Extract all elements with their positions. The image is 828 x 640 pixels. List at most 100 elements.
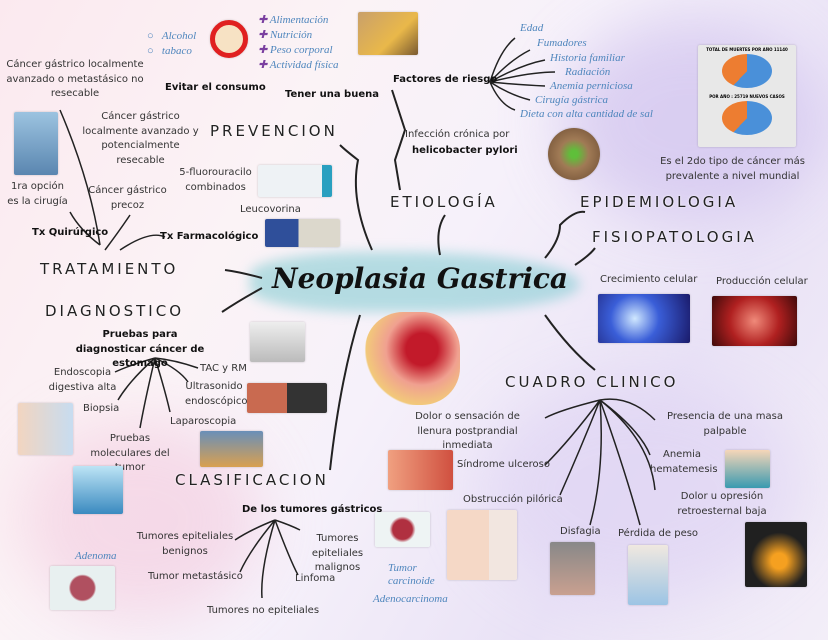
sintoma-anemia: Anemia hematemesis <box>650 449 718 475</box>
baby-photo <box>447 510 517 580</box>
stomach-illustration <box>365 312 460 405</box>
heading-etiologia: ETIOLOGÍA <box>390 193 498 211</box>
endoscopy-photo <box>247 383 327 413</box>
connector-clasificacion <box>329 314 361 471</box>
sintoma-ulceroso: Síndrome ulceroso <box>457 459 550 470</box>
infeccion: Infección crónica por <box>405 129 510 140</box>
heading-tratamiento: TRATAMIENTO <box>40 260 179 278</box>
heading-fisiopatologia: FISIOPATOLOGIA <box>592 228 757 246</box>
connector-prevencion <box>339 144 373 251</box>
pie-chart-2 <box>722 101 772 135</box>
helicobacter: helicobacter pylori <box>412 145 518 156</box>
tx-f2: Leucovorina <box>240 204 301 215</box>
bullet-tabaco: ○ tabaco <box>147 45 192 57</box>
healthy-food-photo <box>358 12 418 55</box>
connector-etiologia <box>437 214 446 256</box>
list-tener: ✚ Alimentación ✚ Nutrición ✚ Peso corpor… <box>258 13 339 73</box>
crecimiento-celular: Crecimiento celular <box>600 274 698 285</box>
clasif-linfoma: Linfoma <box>295 573 336 584</box>
heading-prevencion: PREVENCION <box>210 122 338 140</box>
diag-biopsia: Biopsia <box>83 403 120 414</box>
sintoma-masa: Presencia de una masa palpable <box>666 411 784 437</box>
tx-q1: Cáncer gástrico localmente avanzado o me… <box>6 59 144 99</box>
adenoma: Adenoma <box>75 550 117 562</box>
factor-historia: Historia familiar <box>550 52 625 64</box>
diag-laparoscopia: Laparoscopia <box>170 416 237 427</box>
clasif-metastasico: Tumor metastásico <box>148 571 243 582</box>
factor-fumadores: Fumadores <box>537 37 587 49</box>
sintoma-dolor-llenura: Dolor o sensación de llenura postprandia… <box>415 411 520 451</box>
tx-farmacologico: Tx Farmacológico <box>160 231 259 242</box>
helicobacter-photo <box>548 128 600 180</box>
heading-cuadro-clinico: CUADRO CLINICO <box>505 373 679 391</box>
heading-diagnostico: DIAGNOSTICO <box>45 302 185 320</box>
tx-q2: Cáncer gástrico localmente avanzado y po… <box>82 111 199 166</box>
connector-tratamiento <box>224 269 263 279</box>
cells-photo-1 <box>598 294 690 343</box>
connector-diag-branches <box>114 357 199 429</box>
connector-cuadro <box>544 314 596 371</box>
chest-pain-photo <box>745 522 807 587</box>
connector-epidemiologia <box>544 210 586 259</box>
heading-epidemiologia: EPIDEMIOLOGIA <box>580 193 739 211</box>
clasif-no-epiteliales: Tumores no epiteliales <box>207 605 320 616</box>
surgery-photo <box>14 112 58 175</box>
cells-photo-2 <box>712 296 797 346</box>
clasif-benignos: Tumores epiteliales benignos <box>136 531 234 557</box>
diag-moleculares: Pruebas moleculares del tumor <box>90 433 170 473</box>
sintoma-obstruccion: Obstrucción pilórica <box>463 494 563 505</box>
ulcer-photo <box>388 450 453 490</box>
factor-radiacion: Radiación <box>565 66 611 78</box>
connector-cuadro-branches <box>544 398 656 526</box>
connector-fisiopatologia <box>574 247 596 266</box>
item-tabaco: tabaco <box>161 45 192 57</box>
tx-quirurgico: Tx Quirúrgico <box>32 227 109 238</box>
tumor-carcinoide: Tumor carcinoide <box>388 562 435 588</box>
epidemiologia-text: Es el 2do tipo de cáncer más prevalente … <box>660 156 805 182</box>
factores-riesgo: Factores de riesgo <box>393 74 498 85</box>
list-item: ✚ Actividad física <box>258 59 339 71</box>
list-item: ✚ Alimentación <box>258 14 329 26</box>
no-smoking-drinking-icon <box>210 20 248 58</box>
adenoma-diagram <box>50 566 115 610</box>
sintoma-retroesternal: Dolor u opresión retroesternal baja <box>677 491 767 517</box>
connector-factores-branches <box>489 37 556 111</box>
tx-q4: Cáncer gástrico precoz <box>88 185 167 211</box>
title-brush <box>250 252 580 312</box>
connector-clasif-branches <box>234 519 301 599</box>
chart1-title: TOTAL DE MUERTES POR AÑO 11140 <box>706 47 788 52</box>
tx-f1: 5-fluorouracilo combinados <box>179 167 252 193</box>
sintoma-perdida-peso: Pérdida de peso <box>618 528 699 539</box>
dysphagia-photo <box>550 542 595 595</box>
malignant-tumor-diagram <box>375 512 430 547</box>
pruebas-diagnostico: Pruebas para diagnosticar cáncer de esto… <box>75 329 205 369</box>
connector-diagnostico <box>221 287 263 313</box>
lab-photo <box>73 466 123 514</box>
tx-q3: 1ra opción es la cirugía <box>7 181 68 207</box>
list-item: ✚ Peso corporal <box>258 44 333 56</box>
main-title: Neoplasia Gastrica <box>272 262 569 295</box>
diag-tac: TAC y RM <box>200 363 247 374</box>
weight-loss-photo <box>628 545 668 605</box>
diag-ultrasonido: Ultrasonido endoscópico <box>185 381 248 407</box>
endoscopy-anatomy-photo <box>18 403 73 455</box>
factor-edad: Edad <box>520 22 544 34</box>
laparoscopy-photo <box>200 431 263 467</box>
connector-tx <box>59 109 166 251</box>
pie-chart-1 <box>722 54 772 88</box>
adenocarcinoma: Adenocarcinoma <box>373 593 448 605</box>
drug-box-photo <box>258 165 332 197</box>
tumores-gastricos: De los tumores gástricos <box>242 504 383 515</box>
evitar-consumo: Evitar el consumo <box>165 82 266 93</box>
vomit-cartoon <box>725 450 770 488</box>
connector-factores <box>391 89 407 191</box>
factor-cirugia: Cirugía gástrica <box>535 94 609 106</box>
list-item: ✚ Nutrición <box>258 29 313 41</box>
clasif-malignos: Tumores epiteliales malignos <box>311 533 364 573</box>
ct-scan-photo <box>250 322 305 362</box>
diag-endoscopia: Endoscopia digestiva alta <box>48 367 117 393</box>
bullet-alcohol: ○ Alcohol <box>147 30 197 42</box>
heading-clasificacion: CLASIFICACION <box>175 471 329 489</box>
leucovorin-photo <box>265 219 340 247</box>
